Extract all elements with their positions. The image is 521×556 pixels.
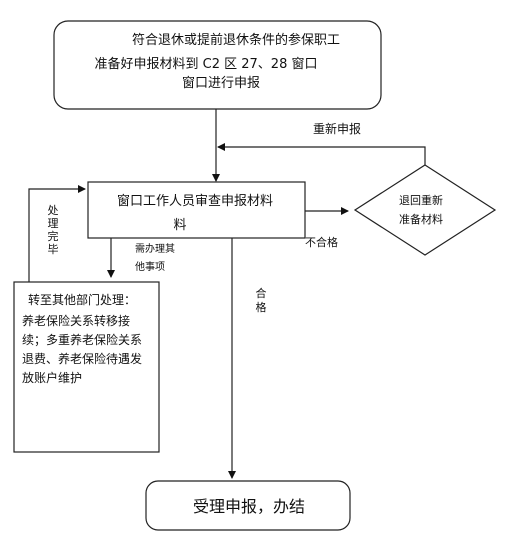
end-box-label: 受理申报，办结 bbox=[193, 497, 305, 516]
done-label-char1: 处 bbox=[48, 204, 59, 217]
transfer-box-line2: 养老保险关系转移接 bbox=[22, 313, 130, 328]
transfer-box-line1: 转至其他部门处理： bbox=[28, 292, 136, 307]
diamond-line2: 准备材料 bbox=[399, 212, 443, 226]
diamond-line1: 退回重新 bbox=[399, 193, 443, 207]
done-label-char4: 毕 bbox=[48, 243, 59, 256]
review-box bbox=[87, 181, 306, 239]
transfer-box-line4: 退费、养老保险待遇发 bbox=[22, 351, 142, 366]
other-label-line2: 他事项 bbox=[135, 260, 165, 273]
arrow-diamond-to-main bbox=[217, 143, 426, 165]
review-box-line1: 窗口工作人员审查申报材料 bbox=[117, 193, 273, 209]
start-box-line3: 窗口进行申报 bbox=[182, 75, 260, 91]
transfer-box-line5: 放账户维护 bbox=[22, 370, 82, 385]
start-box-line1: 符合退休或提前退休条件的参保职工 bbox=[132, 32, 340, 48]
reapply-label: 重新申报 bbox=[313, 121, 361, 136]
arrow-transfer-to-review bbox=[28, 185, 86, 282]
return-diamond bbox=[353, 164, 497, 256]
review-box-line2: 料 bbox=[173, 218, 186, 233]
end-box bbox=[145, 480, 351, 531]
done-label-char2: 理 bbox=[48, 217, 59, 230]
done-label-char3: 完 bbox=[48, 229, 59, 243]
start-box-line2: 准备好申报材料到 C2 区 27、28 窗口 bbox=[95, 56, 318, 72]
transfer-box bbox=[13, 281, 160, 453]
pass-label-char2: 格 bbox=[256, 300, 267, 314]
pass-label-char1: 合 bbox=[256, 286, 267, 300]
start-box bbox=[53, 20, 382, 110]
transfer-box-line3: 续；多重养老保险关系 bbox=[22, 332, 142, 347]
fail-label: 不合格 bbox=[305, 235, 338, 249]
other-label-line1: 需办理其 bbox=[135, 242, 175, 255]
